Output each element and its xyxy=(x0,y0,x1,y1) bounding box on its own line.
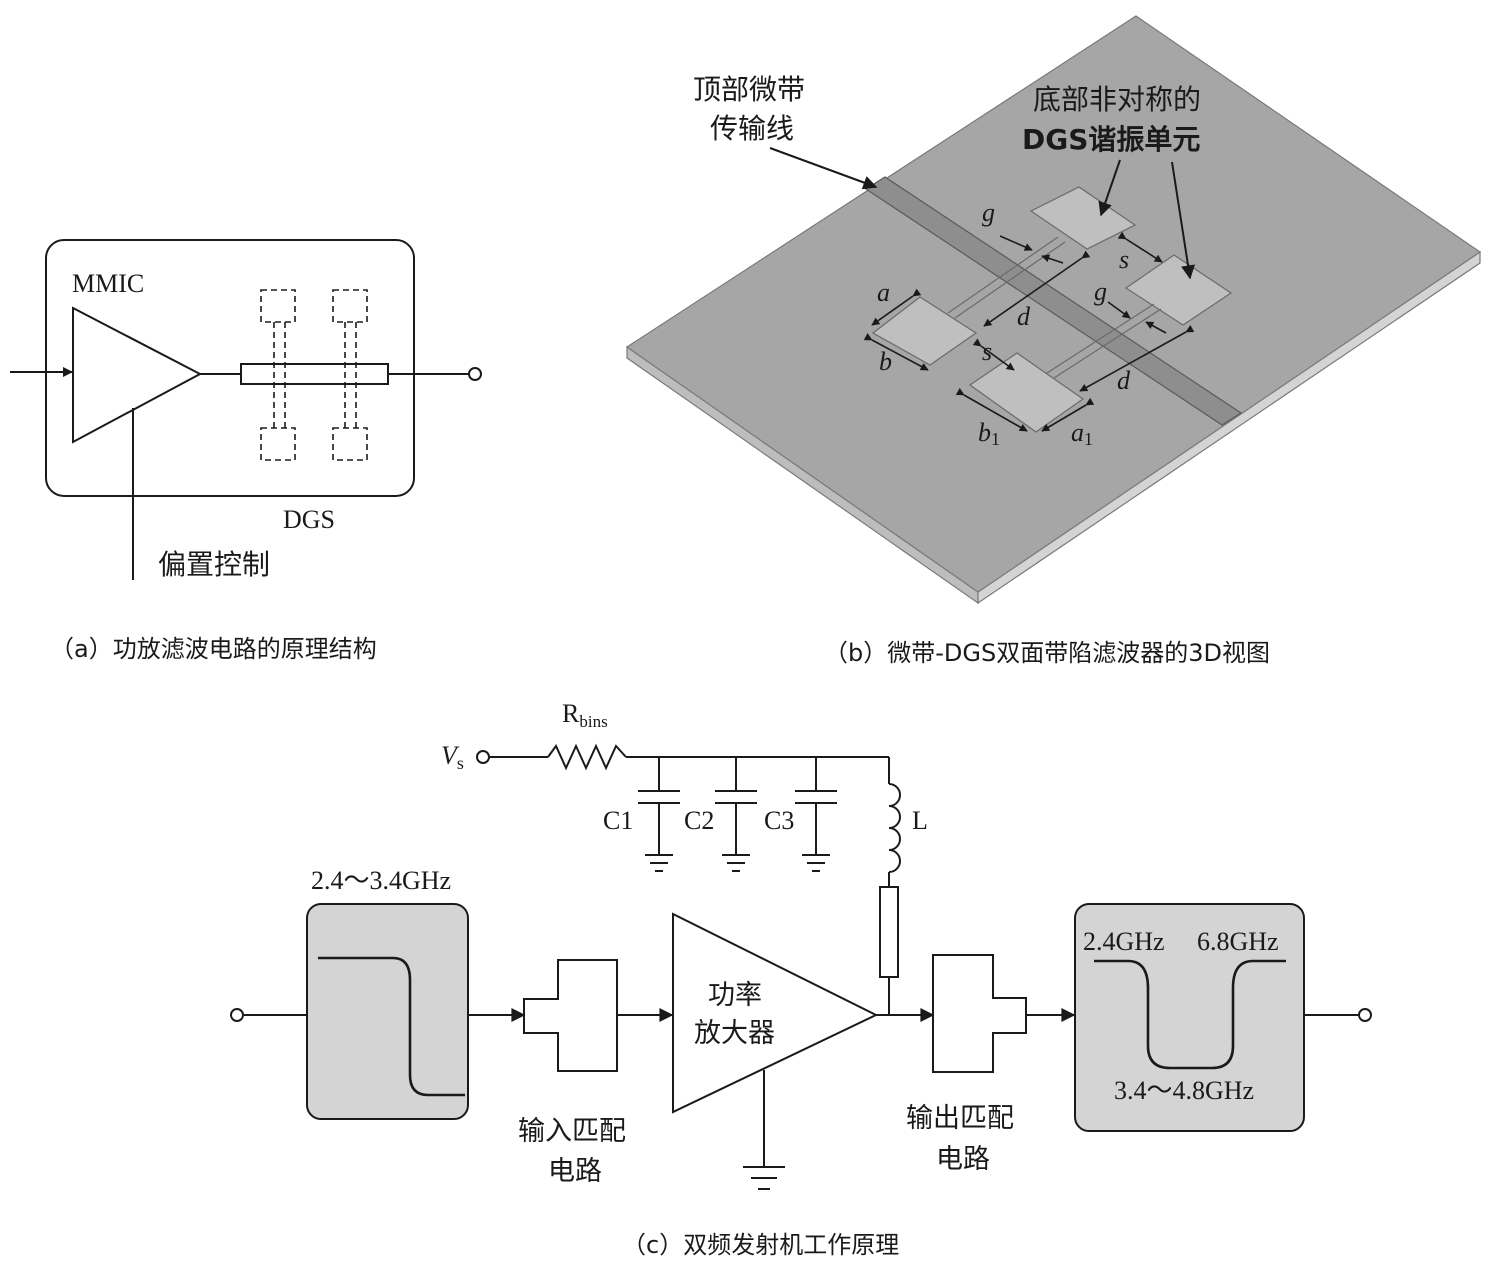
input-match-network xyxy=(523,959,618,1072)
output-match-label-1: 输出匹配 xyxy=(906,1103,1014,1134)
capacitor-c1 xyxy=(638,757,680,872)
dgs-pointer-1 xyxy=(1098,159,1121,217)
lowpass-filter xyxy=(306,903,469,1120)
vs-label: Vs xyxy=(441,741,464,773)
dim-b: b xyxy=(879,347,892,376)
dim-d-left: d xyxy=(1017,302,1031,331)
output-port xyxy=(468,367,482,381)
dimension-arrows xyxy=(863,231,1195,432)
notch-response xyxy=(1094,959,1286,1070)
dgs-pointer-2 xyxy=(1171,161,1195,280)
dim-s-top: s xyxy=(1119,245,1129,274)
vs-terminal xyxy=(476,750,490,764)
rbias-label: Rbins xyxy=(562,699,608,731)
dim-a: a xyxy=(877,278,890,307)
caption-b: （b）微带-DGS双面带陷滤波器的3D视图 xyxy=(824,639,1270,667)
mmic-box xyxy=(45,239,415,497)
power-amplifier xyxy=(672,912,879,1114)
dgs-unit-label-1: 底部非对称的 xyxy=(1033,83,1201,116)
mmic-label: MMIC xyxy=(72,269,144,298)
dim-g-top: g xyxy=(982,198,995,227)
microstrip-bar xyxy=(240,363,389,385)
notch-left-label: 2.4GHz xyxy=(1083,927,1165,956)
dim-d-right: d xyxy=(1117,366,1131,395)
output-port-c xyxy=(1358,1008,1372,1022)
notch-right-label: 6.8GHz xyxy=(1197,927,1279,956)
input-port xyxy=(230,1008,244,1022)
lowpass-response xyxy=(318,956,465,1097)
microstrip-pointer xyxy=(769,147,878,190)
dgs-dashed-cells xyxy=(260,289,368,461)
bias-control-label: 偏置控制 xyxy=(158,548,270,581)
amplifier-triangle xyxy=(72,306,203,444)
notch-range-label: 3.4～4.8GHz xyxy=(1114,1076,1254,1105)
microstrip-label-2: 传输线 xyxy=(710,112,794,145)
panel-b xyxy=(625,15,1482,605)
dgs-label: DGS xyxy=(283,505,335,534)
panel-c xyxy=(230,743,1372,1190)
inductor-l xyxy=(888,757,901,887)
inductor-label: L xyxy=(912,806,928,835)
input-match-label-2: 电路 xyxy=(548,1156,602,1187)
bias-resistor xyxy=(547,743,627,771)
dgs-unit-label-2: DGS谐振单元 xyxy=(1022,123,1200,156)
dim-g-right: g xyxy=(1094,277,1107,306)
c1-label: C1 xyxy=(603,806,633,835)
capacitor-c2 xyxy=(715,757,757,872)
amp-label-2: 放大器 xyxy=(694,1018,775,1049)
caption-a: （a）功放滤波电路的原理结构 xyxy=(50,635,377,663)
c3-label: C3 xyxy=(764,806,794,835)
capacitor-c3 xyxy=(795,757,837,872)
dim-b1: b1 xyxy=(978,418,1000,449)
microstrip-label-1: 顶部微带 xyxy=(693,73,805,106)
input-match-label-1: 输入匹配 xyxy=(518,1116,626,1147)
c2-label: C2 xyxy=(684,806,714,835)
caption-c: （c）双频发射机工作原理 xyxy=(622,1231,899,1259)
amp-label-1: 功率 xyxy=(708,980,762,1011)
choke-resistor xyxy=(879,886,899,978)
panel-a xyxy=(10,239,482,580)
dim-a1: a1 xyxy=(1071,418,1093,449)
output-match-label-2: 电路 xyxy=(936,1144,990,1175)
dim-s-bottom: s xyxy=(982,337,992,366)
lpf-range-label: 2.4～3.4GHz xyxy=(311,866,451,895)
output-match-network xyxy=(932,954,1027,1073)
